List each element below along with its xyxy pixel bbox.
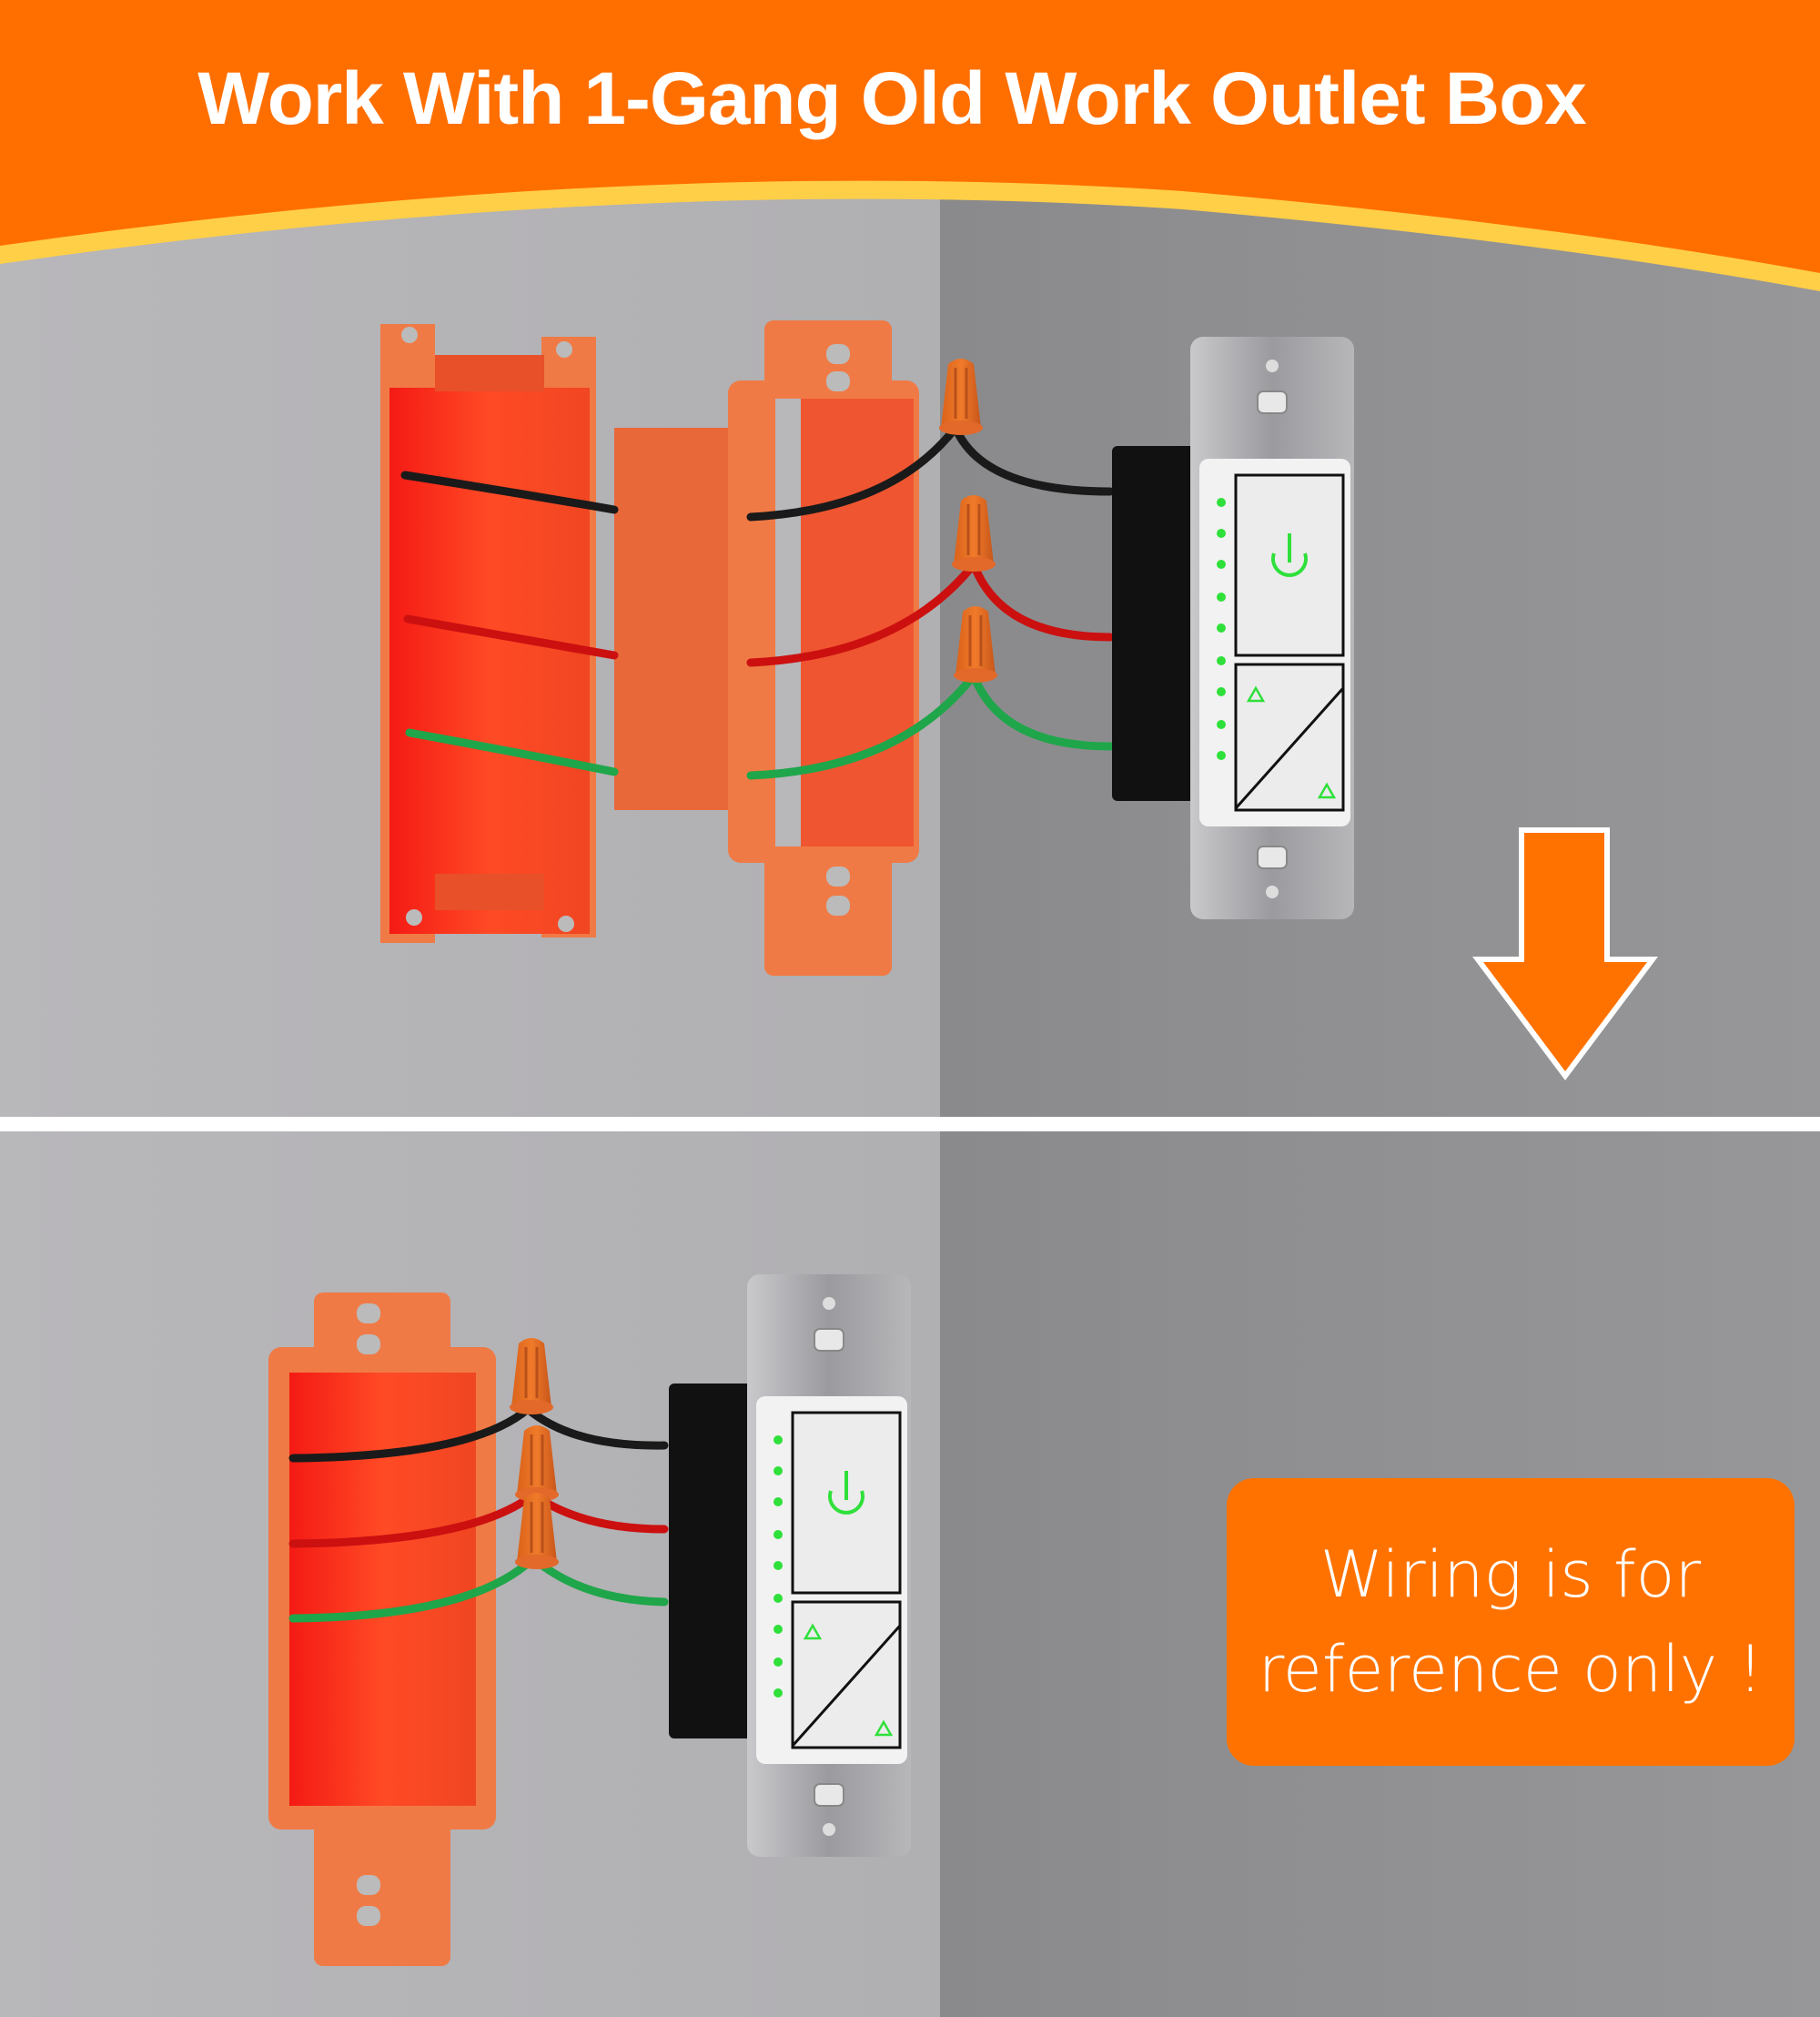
header-band [0,0,1820,273]
wiring-note-badge: Wiring is for reference only ! [1227,1478,1795,1766]
note-line-1: Wiring is for [1320,1537,1702,1612]
page-title: Work With 1-Gang Old Work Outlet Box [197,57,1586,140]
assembled-outlet-box [268,1292,496,1966]
note-line-2: reference only ! [1258,1632,1764,1707]
panel-divider [0,1117,1820,1131]
down-arrow-icon [1472,827,1658,1080]
